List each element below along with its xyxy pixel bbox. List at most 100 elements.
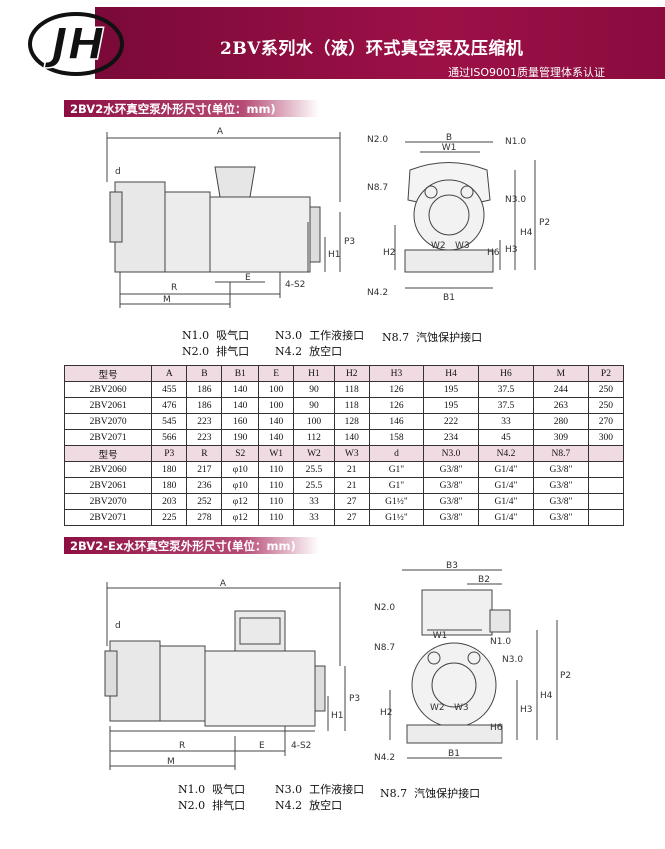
table-cell: 186 xyxy=(186,381,223,398)
dim-label-H2: H2 xyxy=(380,708,393,718)
section2-side-view-drawing: A d R M E 4-S2 P3 H1 xyxy=(104,579,360,770)
dim-label-E: E xyxy=(245,273,251,283)
table-header-cell: d xyxy=(368,445,425,462)
table-header-cell: W2 xyxy=(293,445,335,462)
dim-label-A: A xyxy=(220,579,227,589)
table-cell: 110 xyxy=(258,477,295,494)
table-cell: 140 xyxy=(333,429,370,446)
legend-item: N2.0 排气口 xyxy=(178,799,246,812)
table-cell: 118 xyxy=(333,397,370,414)
table-cell: 140 xyxy=(221,397,260,414)
dim-label-E: E xyxy=(259,741,265,751)
dim-label-W2: W2 xyxy=(430,703,445,713)
table-header-cell: B xyxy=(186,365,223,382)
dim-label-P3: P3 xyxy=(349,694,360,704)
dim-label-P2: P2 xyxy=(560,671,571,681)
table-cell: φ12 xyxy=(221,509,260,526)
table-header-cell: 型号 xyxy=(63,445,153,462)
section2-title: 2BV2-Ex水环真空泵外形尺寸(单位：mm) xyxy=(70,539,296,553)
table-cell: 118 xyxy=(333,381,370,398)
table-header-cell: N4.2 xyxy=(478,445,534,462)
table-cell: G3/8" xyxy=(532,493,589,510)
table-cell: G3/8" xyxy=(532,477,589,494)
table-header-cell: S2 xyxy=(221,445,260,462)
table-cell: 223 xyxy=(186,429,223,446)
table-cell: 100 xyxy=(293,413,335,430)
dim-label-H1: H1 xyxy=(331,711,344,721)
dim-label-H4: H4 xyxy=(540,691,553,701)
table-cell: 33 xyxy=(478,413,534,430)
dim-label-W3: W3 xyxy=(455,241,470,251)
table-header-cell: W1 xyxy=(258,445,295,462)
dim-label-H3: H3 xyxy=(505,245,518,255)
dim-label-B: B xyxy=(446,133,452,143)
table-cell: 252 xyxy=(186,493,223,510)
section2-front-view-drawing: B3 B2 N2.0 W1 N1.0 N8.7 N3.0 H2 W2 W3 H6… xyxy=(374,561,571,763)
legend-item: N8.7 汽蚀保护接口 xyxy=(380,787,481,800)
table-cell: 110 xyxy=(258,509,295,526)
table-header-cell: A xyxy=(151,365,188,382)
legend-item: N3.0 工作液接口 xyxy=(275,783,365,796)
dim-label-N3.0: N3.0 xyxy=(502,655,523,665)
table-cell: 309 xyxy=(532,429,589,446)
table-header-cell: P2 xyxy=(587,365,625,382)
table-cell: 223 xyxy=(186,413,223,430)
table-cell: G1½" xyxy=(368,493,425,510)
legend-item: N1.0 吸气口 xyxy=(182,329,250,342)
table-cell: G3/8" xyxy=(423,477,480,494)
certification-text: 通过ISO9001质量管理体系认证 xyxy=(448,66,605,79)
table-cell: 140 xyxy=(221,381,260,398)
table-cell xyxy=(587,509,625,526)
section1-side-view-drawing: A d R M E 4-S2 P3 H1 xyxy=(106,127,355,308)
table-cell: 234 xyxy=(423,429,480,446)
table-cell: 25.5 xyxy=(293,477,335,494)
dim-label-4-S2: 4-S2 xyxy=(291,741,311,751)
table-cell: 217 xyxy=(186,461,223,478)
table-header-cell: P3 xyxy=(151,445,188,462)
legend-item: N3.0 工作液接口 xyxy=(275,329,365,342)
table-cell: 21 xyxy=(333,461,370,478)
table-cell: 100 xyxy=(258,397,295,414)
table-cell: G3/8" xyxy=(532,461,589,478)
table-cell: 126 xyxy=(368,381,425,398)
table-cell: G1" xyxy=(368,461,425,478)
legend-item: N4.2 放空口 xyxy=(275,799,343,812)
table-cell: 158 xyxy=(368,429,425,446)
dim-label-N4.2: N4.2 xyxy=(374,753,395,763)
table-cell: 195 xyxy=(423,397,480,414)
table-cell: 33 xyxy=(293,509,335,526)
dim-label-P2: P2 xyxy=(539,218,550,228)
table-cell: 37.5 xyxy=(478,397,534,414)
table-cell: 110 xyxy=(258,461,295,478)
table-header-cell xyxy=(587,445,625,462)
table-cell: 2BV2071 xyxy=(63,509,153,526)
section1-title: 2BV2水环真空泵外形尺寸(单位：mm) xyxy=(70,102,276,116)
section2-title-bar: 2BV2-Ex水环真空泵外形尺寸(单位：mm) xyxy=(64,537,319,554)
table-header-cell: E xyxy=(258,365,295,382)
table-header-cell: 型号 xyxy=(63,365,153,382)
table-cell: 2BV2071 xyxy=(63,429,153,446)
dim-label-A: A xyxy=(217,127,224,137)
dim-label-B1: B1 xyxy=(443,293,455,303)
table-cell: 180 xyxy=(151,461,188,478)
table-cell: 2BV2070 xyxy=(63,493,153,510)
table-cell: φ10 xyxy=(221,477,260,494)
table-header-cell: M xyxy=(532,365,589,382)
table-cell: G1/4" xyxy=(478,477,534,494)
table-cell: G1/4" xyxy=(478,461,534,478)
table-cell: 140 xyxy=(258,413,295,430)
table-cell: G3/8" xyxy=(423,509,480,526)
table-cell: 222 xyxy=(423,413,480,430)
page-header: JH 2BV系列水（液）环式真空泵及压缩机 通过ISO9001质量管理体系认证 xyxy=(0,0,665,82)
table-cell: 126 xyxy=(368,397,425,414)
table-cell: G1/4" xyxy=(478,493,534,510)
table-header-cell: N3.0 xyxy=(423,445,480,462)
dim-label-N8.7: N8.7 xyxy=(374,643,395,653)
